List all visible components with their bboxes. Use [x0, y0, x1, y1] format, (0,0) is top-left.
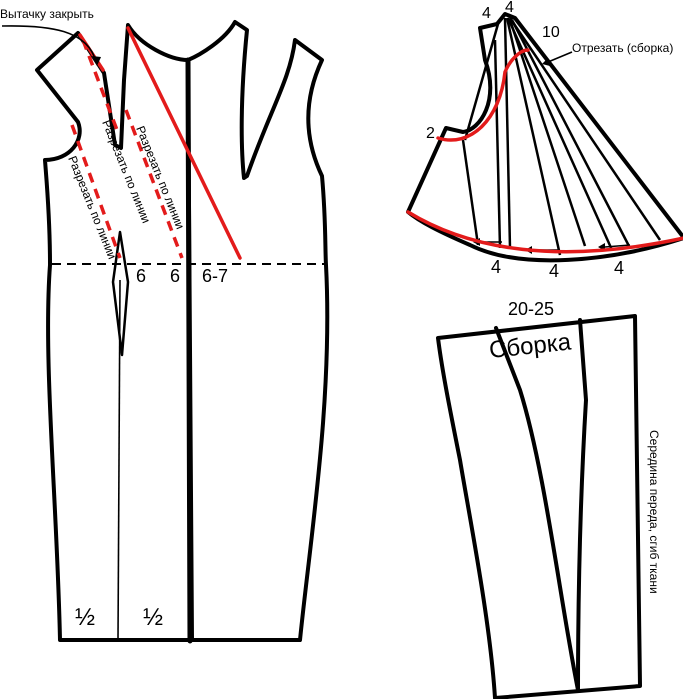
measure-6a: 6 — [136, 266, 146, 286]
yoke-hem-red-curve — [406, 210, 683, 254]
half-right: ½ — [143, 604, 163, 631]
cut-line-solid-1 — [126, 26, 242, 260]
gather-label: Сборка — [488, 328, 573, 364]
cut-label-1: Разрезать по линии — [65, 154, 119, 261]
half-left: ½ — [75, 604, 95, 631]
fan-slash-lines — [461, 17, 662, 256]
insert-width-label: 20-25 — [508, 299, 554, 319]
yoke-neck-red-curve — [436, 48, 530, 142]
yoke-top-10: 10 — [542, 24, 560, 41]
insert-outline — [436, 314, 642, 699]
insert-gather-seam — [576, 318, 588, 692]
measure-6-7: 6-7 — [202, 266, 228, 286]
measure-6b: 6 — [170, 266, 180, 286]
yoke-outline — [406, 12, 683, 263]
cut-line-dashed-2 — [70, 124, 122, 259]
dart-close-label: Вытачку закрыть — [0, 7, 94, 21]
yoke-bottom-4a: 4 — [491, 257, 501, 277]
insert-inner-seam — [494, 326, 580, 692]
waist-dart — [111, 230, 130, 357]
dart-close-arrow — [1, 25, 97, 63]
cut-line-dashed-3 — [124, 109, 184, 259]
arrowhead-icon — [542, 58, 550, 66]
dress-left-outline — [35, 23, 190, 642]
front-dress-pattern: Разрезать по линии Разрезать по линии Ра… — [0, 7, 330, 644]
yoke-side-2: 2 — [426, 125, 435, 142]
yoke-bottom-4c: 4 — [614, 258, 624, 278]
dress-outline — [186, 20, 330, 642]
yoke-bottom-4b: 4 — [549, 261, 559, 281]
insert-panel-pattern: 20-25 Сборка Середина переда, сгиб ткани — [436, 299, 661, 699]
yoke-top-4a: 4 — [482, 5, 491, 22]
yoke-cut-arrow — [547, 51, 573, 63]
yoke-cut-label: Отрезать (сборка) — [572, 41, 673, 55]
yoke-top-4b: 4 — [505, 0, 514, 16]
arrowhead-icon — [92, 56, 101, 66]
center-fold-line — [185, 57, 193, 644]
yoke-fan-pattern: 4 4 10 Отрезать (сборка) 2 4 4 4 — [406, 0, 683, 281]
center-front-label: Середина переда, сгиб ткани — [647, 430, 661, 594]
